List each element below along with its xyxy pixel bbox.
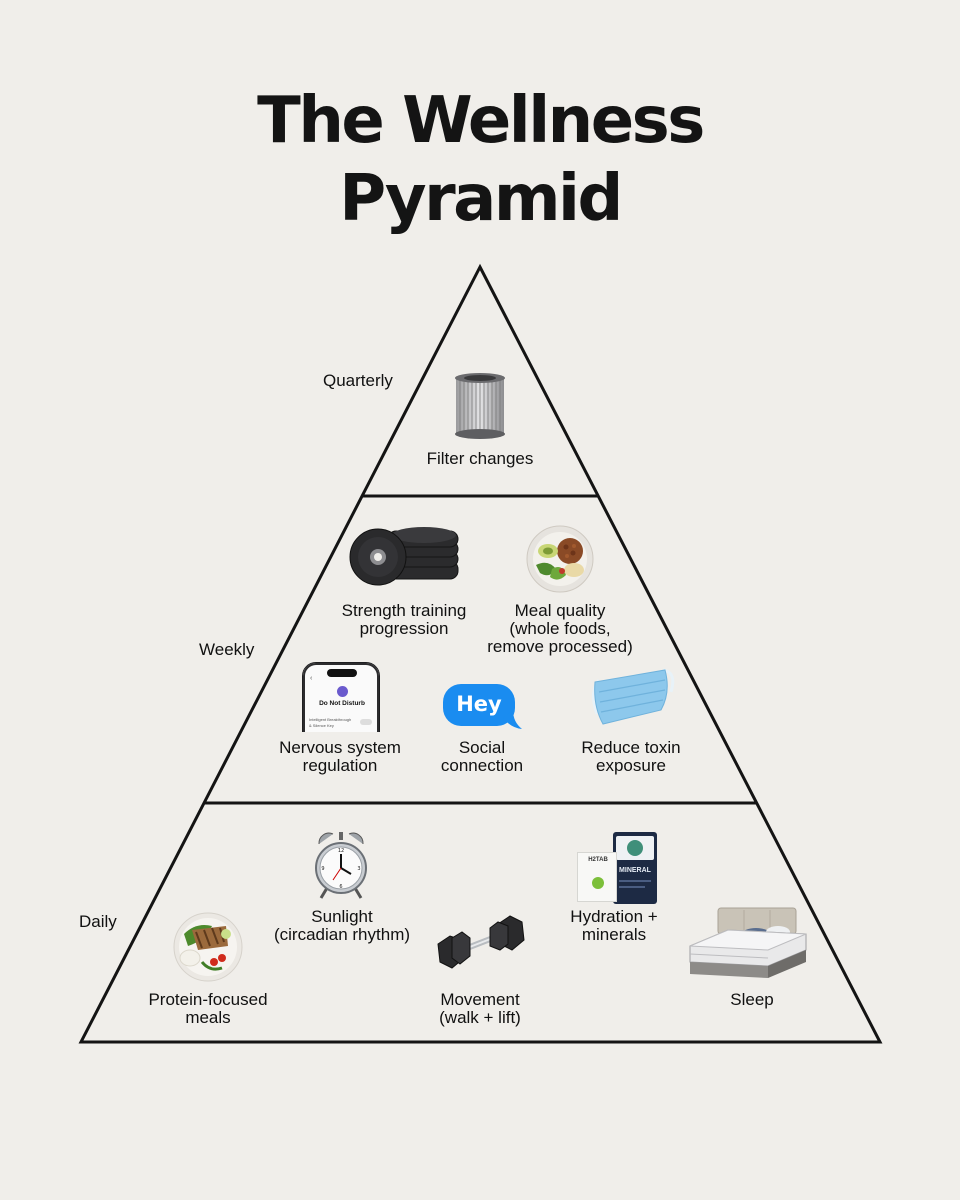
- svg-text:12: 12: [338, 848, 344, 854]
- tier-label-daily: Daily: [79, 912, 117, 931]
- packet-name: MINERAL: [619, 867, 651, 874]
- mattress-icon: [689, 907, 807, 978]
- face-mask-icon: [592, 668, 675, 725]
- svg-text:6: 6: [339, 884, 342, 890]
- tier-label-weekly: Weekly: [199, 640, 255, 659]
- title-line-2: Pyramid: [339, 162, 623, 236]
- item-strength-training: Strength training progression: [341, 601, 467, 638]
- phone-dnd-line1: Intelligent Breakthrough: [309, 717, 352, 722]
- svg-text:9: 9: [321, 866, 324, 872]
- mineral-packets-icon: MINERAL H2TAB: [577, 832, 661, 904]
- dumbbell-icon: [437, 915, 525, 969]
- title-line-1: The Wellness: [257, 84, 705, 158]
- item-social-connection: Social connection: [440, 738, 524, 775]
- item-protein-meals: Protein-focused meals: [148, 990, 268, 1027]
- item-sunlight: Sunlight (circadian rhythm): [273, 907, 411, 944]
- svg-text:3: 3: [357, 866, 360, 872]
- item-filter-changes: Filter changes: [426, 449, 534, 468]
- page-title: The Wellness Pyramid: [0, 82, 960, 238]
- meal-bowl-icon: [526, 525, 594, 593]
- item-hydration: Hydration + minerals: [570, 907, 658, 944]
- chat-bubble-text: Hey: [456, 692, 502, 716]
- item-movement: Movement (walk + lift): [439, 990, 521, 1027]
- air-filter-icon: [455, 373, 505, 439]
- item-nervous-system: Nervous system regulation: [279, 738, 401, 775]
- phone-do-not-disturb-icon: ‹ Do Not Disturb Intelligent Breakthroug…: [302, 662, 382, 732]
- phone-dnd-line2: & Silence Key: [309, 723, 334, 728]
- item-reduce-toxin: Reduce toxin exposure: [581, 738, 681, 775]
- chat-bubble-icon: Hey: [443, 684, 523, 730]
- tier-label-quarterly: Quarterly: [323, 371, 393, 390]
- item-sleep: Sleep: [730, 990, 774, 1009]
- item-meal-quality: Meal quality (whole foods, remove proces…: [487, 601, 633, 656]
- weight-plates-icon: [349, 527, 459, 586]
- packet-brand: H2TAB: [588, 857, 608, 863]
- protein-bowl-icon: [173, 912, 243, 982]
- alarm-clock-icon: 12 6 3 9: [315, 832, 367, 899]
- phone-dnd-heading: Do Not Disturb: [319, 700, 365, 707]
